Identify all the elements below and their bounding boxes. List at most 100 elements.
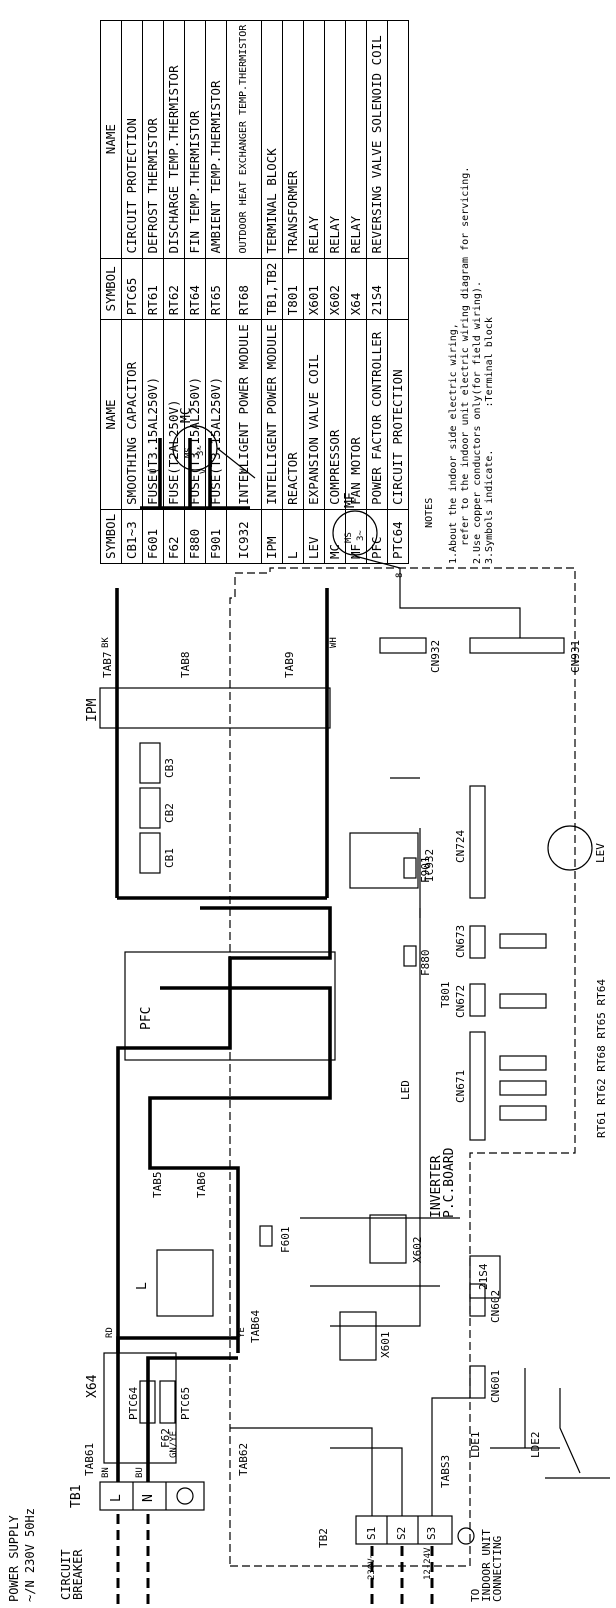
wire-rd: RD: [105, 1327, 115, 1338]
board-outline: [229, 567, 576, 1567]
legend-name: CIRCUIT PROTECTION: [121, 20, 143, 259]
cn931-box: [469, 637, 565, 654]
mc-label: MC: [179, 407, 194, 423]
cn932-label: CN932: [429, 639, 442, 673]
legend-symbol: IPM: [261, 509, 283, 564]
legend-symbol: TB1,TB2: [261, 258, 283, 320]
legend-symbol: X602: [324, 258, 346, 320]
cn724-label: CN724: [454, 829, 467, 863]
cn601-box: [469, 1365, 486, 1399]
cn672-box: [469, 983, 486, 1017]
ipm-label: IPM: [85, 698, 100, 722]
mc-w-label: W: [239, 468, 249, 474]
x64-label: X64: [85, 1374, 100, 1398]
legend-name: RELAY: [345, 20, 367, 259]
f880-box: [403, 945, 417, 967]
lde1-label: LDE1: [469, 1431, 482, 1459]
legend-name: OUTDOOR HEAT EXCHANGER TEMP.THERMISTOR: [226, 20, 262, 259]
legend-name: SMOOTHING CAPACITOR: [121, 319, 143, 510]
tab8-label: TAB8: [179, 651, 192, 679]
cn931-label: CN931: [569, 639, 582, 673]
legend-symbol: MC: [324, 509, 346, 564]
voltage-230-label: 230V~: [367, 1552, 377, 1580]
ptc64-label: PTC64: [127, 1386, 140, 1420]
legend-symbol: RT65: [205, 258, 227, 320]
mf-phase-label: 3~: [356, 530, 366, 541]
ground-icon: [457, 1527, 475, 1545]
rt64: [499, 933, 547, 949]
x64-box: [103, 1352, 177, 1464]
legend-name: TRANSFORMER: [282, 20, 304, 259]
ptc65: [159, 1380, 176, 1424]
cb3: [139, 742, 161, 784]
tb1-label: TB1: [69, 1484, 84, 1508]
ipm-box: [99, 687, 331, 729]
tab6-label: TAB6: [195, 1171, 208, 1199]
x602-label: X602: [411, 1236, 424, 1264]
legend-name: INTELLIGENT POWER MODULE: [226, 319, 262, 510]
tb1-box: [99, 1481, 205, 1511]
mf-pin-count: 8: [395, 572, 405, 578]
board-label: INVERTER P.C.BOARD: [429, 1147, 457, 1218]
note-line: 1.About the indoor side electric wiring,: [448, 323, 459, 564]
tb2-label: TB2: [317, 1528, 330, 1548]
tab64-label: TAB64: [249, 1309, 262, 1343]
cb3-label: CB3: [163, 758, 176, 778]
tb2-term-s3: S3: [425, 1526, 438, 1540]
lev-motor: [547, 825, 593, 871]
legend-name: FIN TEMP.THERMISTOR: [184, 20, 206, 259]
wire-bu: BU: [135, 1467, 145, 1478]
legend-symbol: F62: [163, 509, 185, 564]
cn673-label: CN673: [454, 924, 467, 958]
tab5-label: TAB5: [151, 1171, 164, 1199]
f62-label: F62: [159, 1428, 172, 1448]
cb1-label: CB1: [163, 848, 176, 868]
tab9-label: TAB9: [283, 651, 296, 679]
x602-box: [369, 1214, 407, 1264]
legend-symbol-header: SYMBOL: [100, 509, 122, 564]
legend-name: POWER FACTOR CONTROLLER: [366, 319, 388, 510]
ground-icon: [176, 1487, 194, 1505]
legend-symbol: RT68: [226, 258, 262, 320]
s21s4-label: 21S4: [477, 1263, 490, 1291]
legend-symbol: 21S4: [366, 258, 388, 320]
legend-symbol: F880: [184, 509, 206, 564]
ic932-box: [349, 832, 419, 889]
legend-name: REACTOR: [282, 319, 304, 510]
legend-symbol: IC932: [226, 509, 262, 564]
legend-symbol: LEV: [303, 509, 325, 564]
reactor-L: [156, 1249, 214, 1317]
legend-symbol: PFC: [366, 509, 388, 564]
rt68: [499, 1055, 547, 1071]
breaker-label: CIRCUIT BREAKER: [59, 1549, 85, 1600]
mf-ms-label: MS: [344, 532, 354, 543]
cb2-label: CB2: [163, 803, 176, 823]
thermistor-row-label: RT61 RT62 RT68 RT65 RT64: [595, 979, 608, 1138]
pfc-label: PFC: [139, 1006, 154, 1030]
t801-label: T801: [439, 981, 452, 1009]
cb1: [139, 832, 161, 874]
tab61-label: TAB61: [83, 1442, 96, 1476]
legend-name: INTELLIGENT POWER MODULE: [261, 319, 283, 510]
legend-name: AMBIENT TEMP.THERMISTOR: [205, 20, 227, 259]
cb2: [139, 787, 161, 829]
ptc64: [139, 1380, 156, 1424]
mc-u-label: U: [149, 468, 159, 474]
lev-label: LEV: [594, 843, 607, 863]
legend-name: DISCHARGE TEMP.THERMISTOR: [163, 20, 185, 259]
mf-label: MF: [343, 492, 358, 508]
led-label: LED: [399, 1080, 412, 1100]
cn724-box: [469, 785, 486, 899]
legend-symbol: [387, 258, 409, 320]
cn602-box: [469, 1283, 486, 1317]
lde2-label: LDE2: [529, 1431, 542, 1459]
legend-name: FUSE(T3.15AL250V): [205, 319, 227, 510]
cn672-label: CN672: [454, 984, 467, 1018]
